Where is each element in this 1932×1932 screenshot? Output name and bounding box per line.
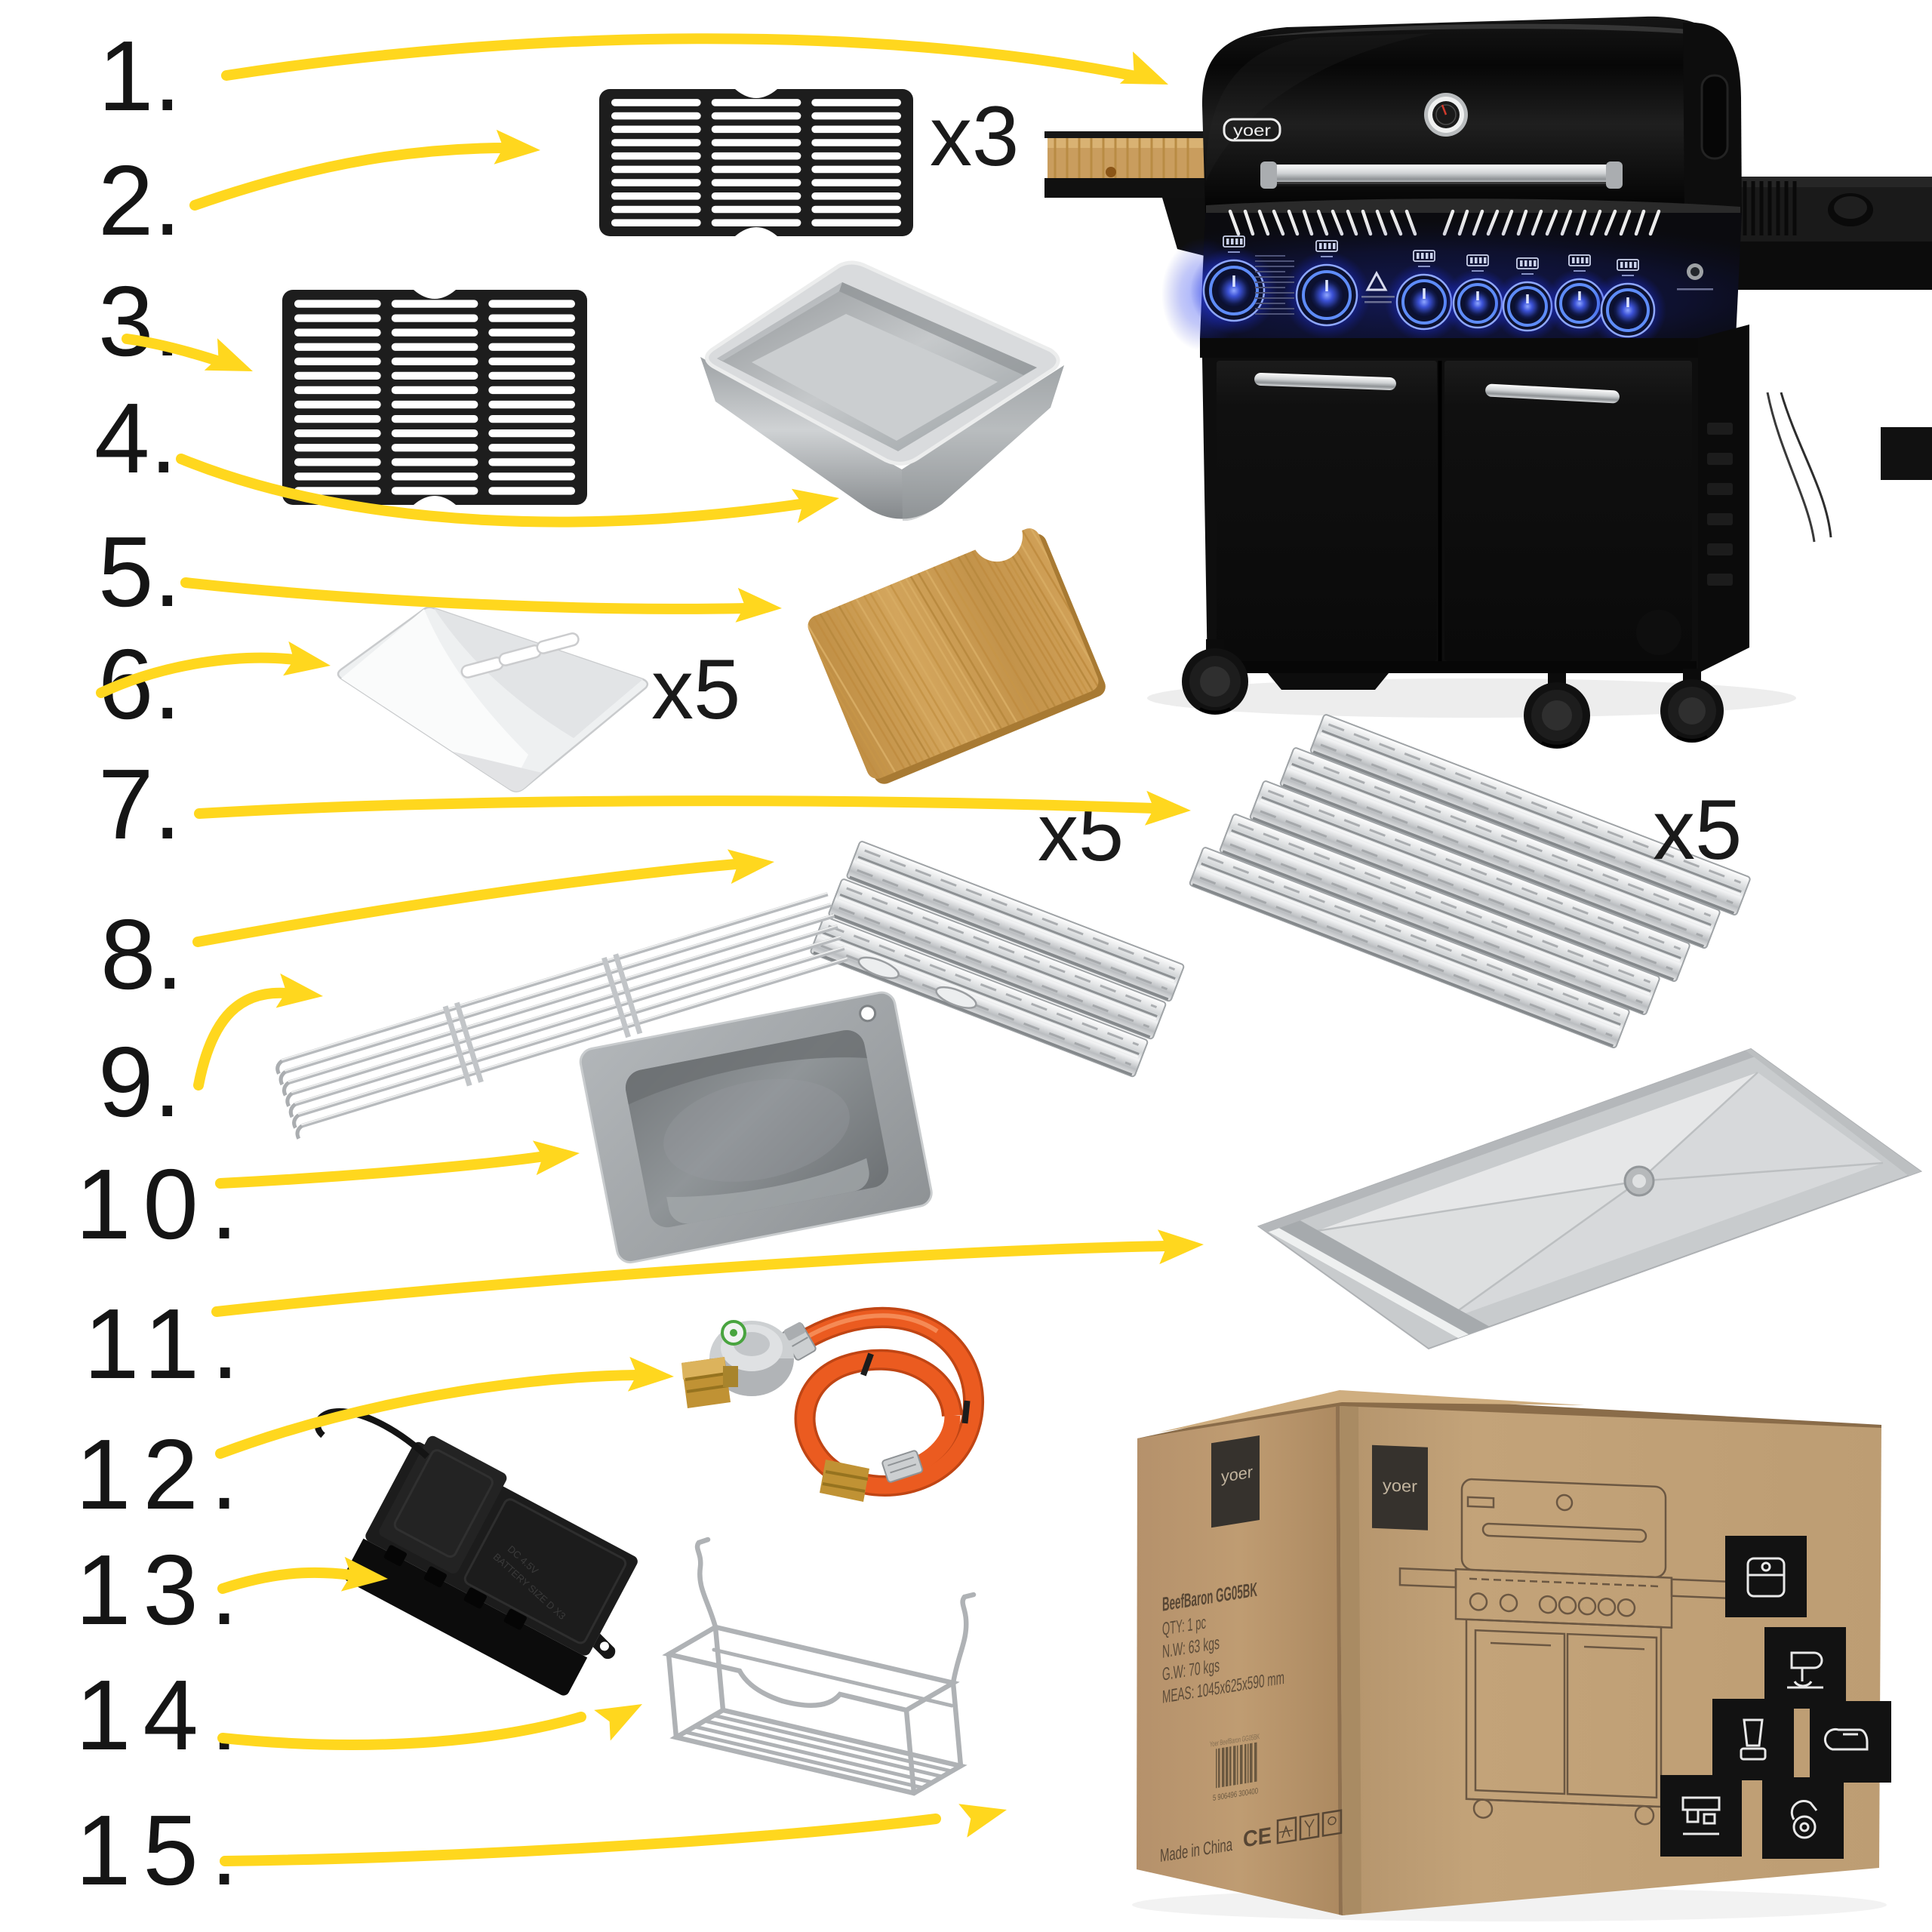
svg-text:x5: x5 xyxy=(1653,783,1742,877)
svg-text:x3: x3 xyxy=(930,89,1019,183)
svg-text:8.: 8. xyxy=(100,899,183,1010)
svg-text:yoer: yoer xyxy=(1383,1475,1417,1496)
svg-text:7.: 7. xyxy=(98,749,181,860)
svg-text:1.: 1. xyxy=(98,20,181,131)
svg-text:9.: 9. xyxy=(98,1026,181,1137)
svg-text:5.: 5. xyxy=(98,516,181,627)
svg-text:x5: x5 xyxy=(651,642,740,737)
svg-text:CЕ: CЕ xyxy=(1243,1823,1272,1853)
svg-text:15.: 15. xyxy=(75,1795,251,1906)
svg-text:2.: 2. xyxy=(98,145,181,256)
svg-text:14.: 14. xyxy=(75,1660,251,1770)
svg-text:yoer: yoer xyxy=(1233,122,1271,140)
svg-text:3.: 3. xyxy=(98,266,181,377)
svg-text:12.: 12. xyxy=(75,1419,251,1530)
svg-text:13.: 13. xyxy=(75,1534,251,1645)
svg-text:10.: 10. xyxy=(75,1149,251,1260)
svg-text:4.: 4. xyxy=(94,383,177,494)
svg-text:11.: 11. xyxy=(84,1288,251,1399)
